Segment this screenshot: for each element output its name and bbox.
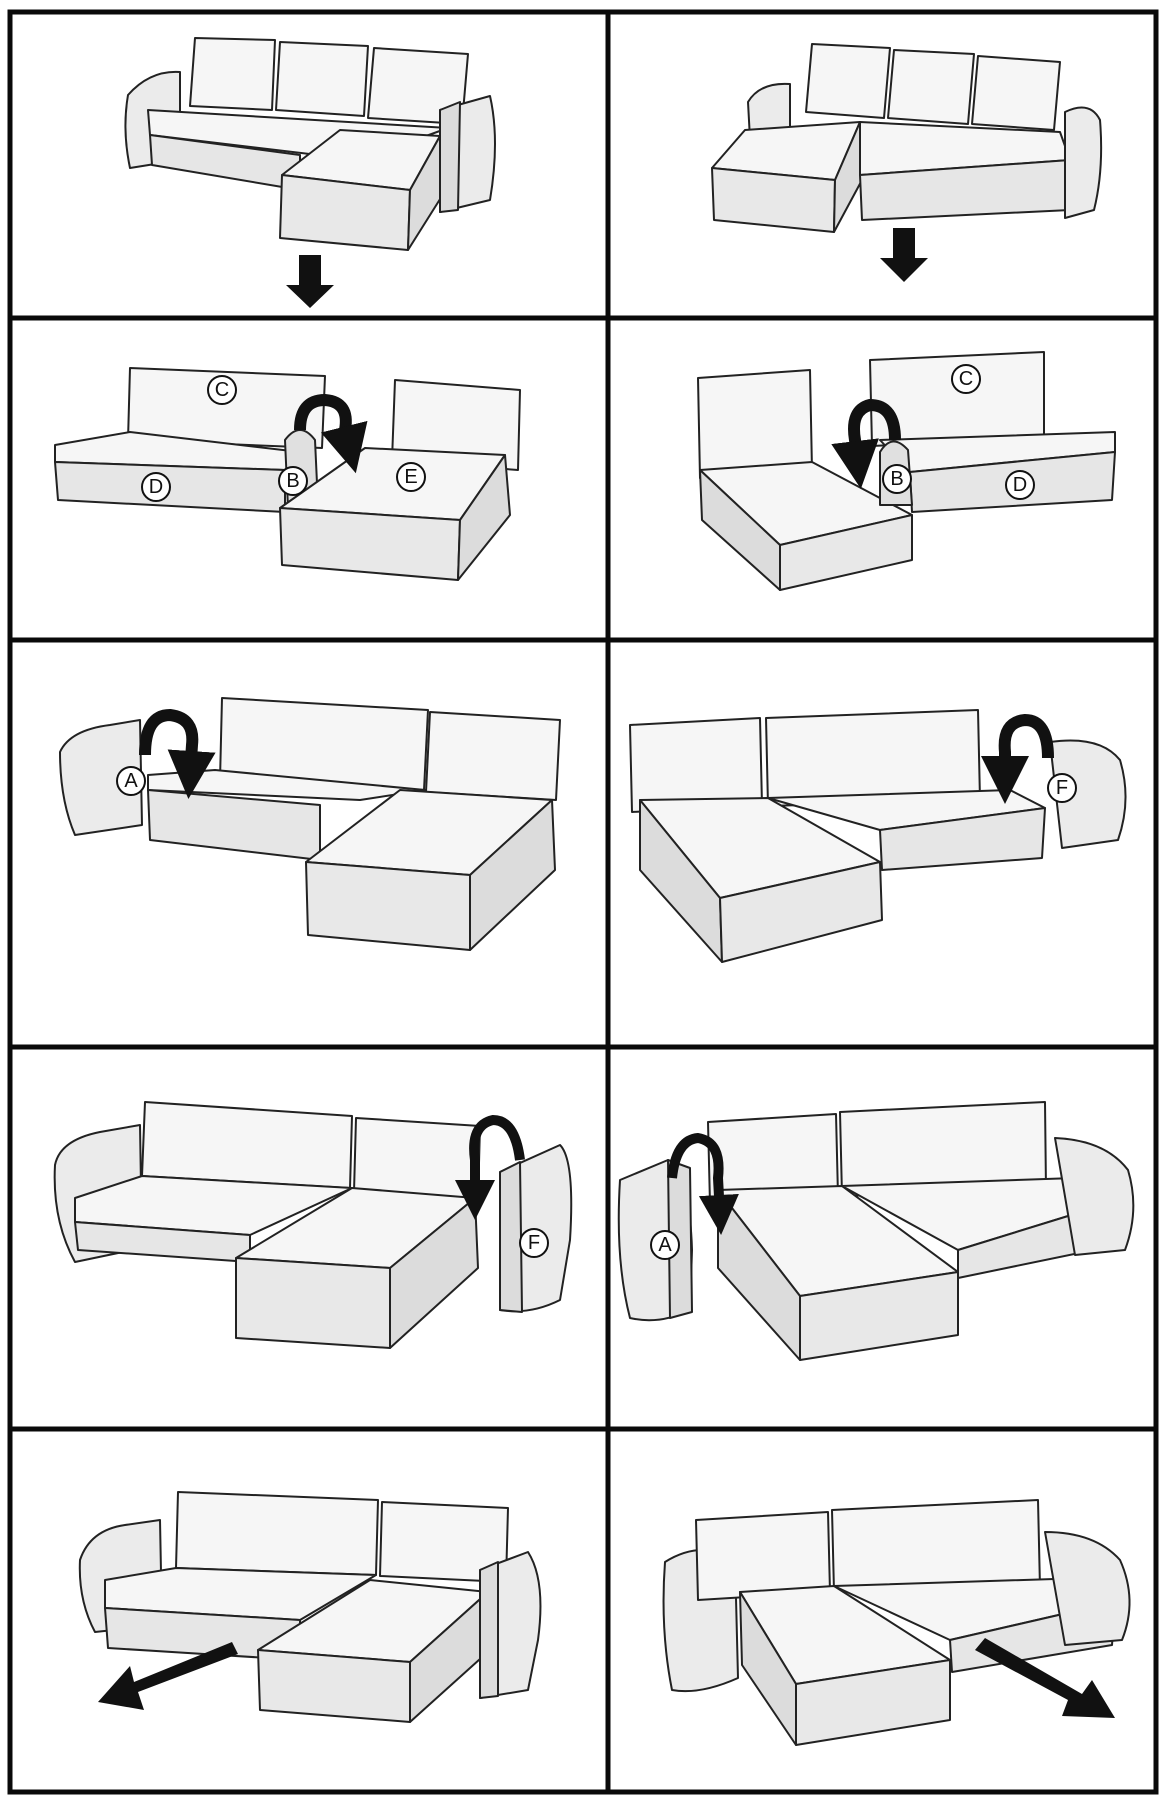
- callout-c: C: [208, 376, 236, 404]
- callout-b: B: [883, 465, 911, 493]
- label-d: D: [1013, 474, 1027, 496]
- label-e: E: [404, 466, 417, 488]
- callout-c: C: [952, 365, 980, 393]
- panel-r5-right: [664, 1500, 1130, 1745]
- panel-r4-left: [55, 1102, 572, 1348]
- label-a: A: [658, 1234, 672, 1256]
- panel-r1-right: [712, 44, 1101, 232]
- callout-e: E: [397, 463, 425, 491]
- callout-f: F: [520, 1229, 548, 1257]
- panel-r1-left: [125, 38, 495, 250]
- callout-a: A: [117, 767, 145, 795]
- callout-d: D: [1006, 471, 1034, 499]
- label-d: D: [149, 476, 163, 498]
- curved-arrow-icon: [1005, 720, 1048, 780]
- down-arrow-icon: [880, 228, 928, 282]
- callout-d: D: [142, 473, 170, 501]
- label-c: C: [959, 368, 973, 390]
- label-f: F: [1056, 777, 1068, 799]
- label-a: A: [124, 770, 138, 792]
- label-b: B: [286, 470, 299, 492]
- label-c: C: [215, 379, 229, 401]
- callout-b: B: [279, 467, 307, 495]
- label-f: F: [528, 1232, 540, 1254]
- curved-arrow-icon: [145, 715, 192, 775]
- down-arrow-icon: [286, 255, 334, 308]
- callout-f: F: [1048, 774, 1076, 802]
- callout-a: A: [651, 1231, 679, 1259]
- label-b: B: [890, 468, 903, 490]
- panel-r3-left: [60, 698, 560, 950]
